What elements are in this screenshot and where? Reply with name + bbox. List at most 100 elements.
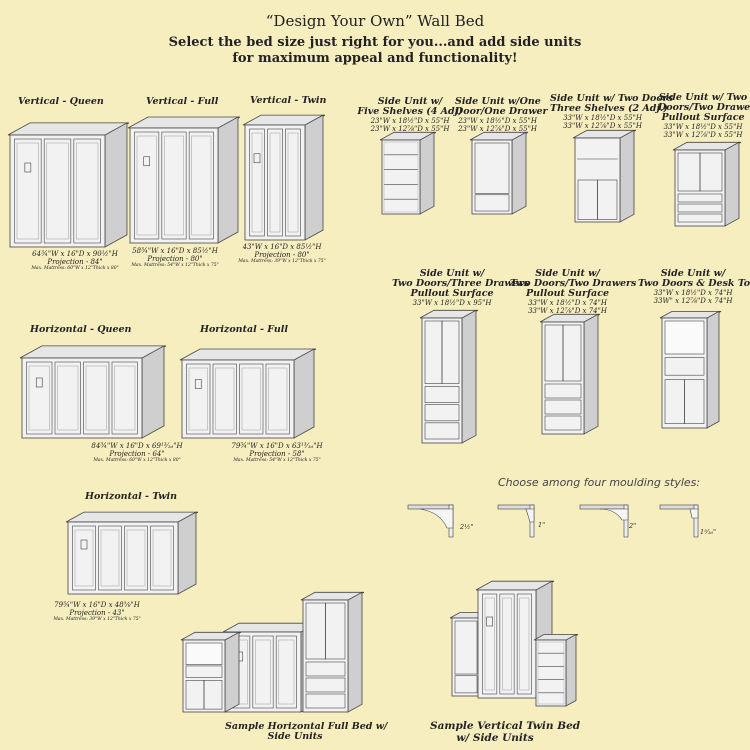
side-unit-name: Three Shelves (2 Adj.) (550, 103, 668, 114)
bed-specs-horizontal-full: 79¾"W x 16"D x 63¹³⁄₁₆"H Projection - 58… (222, 442, 332, 464)
side-unit-dims: 33"W x 18½"D x 55"H (563, 114, 642, 122)
bed-dims: 79¾"W x 16"D x 63¹³⁄₁₆"H (231, 442, 323, 450)
side-unit-desk-illustration (659, 310, 722, 429)
bed-label-horizontal-full: Horizontal - Full (200, 324, 288, 335)
side-unit-dims: 23"W x 18½"D x 55"H (370, 117, 450, 125)
moulding-title: Choose among four moulding styles: (498, 476, 701, 489)
side-unit-two-doors-two-drawers-short: Side Unit w/ Two Doors/Two Drawers Pullo… (658, 92, 750, 140)
moulding-size-2: 1" (538, 521, 546, 529)
bed-specs-horizontal-twin: 79¾"W x 16"D x 48⅜"H Projection - 43" Ma… (42, 601, 152, 623)
subtitle-line-1: Select the bed size just right for you..… (168, 35, 582, 50)
side-unit-two-doors-three-drawers: Side Unit w/ Two Doors/Three Drawers Pul… (392, 268, 529, 308)
side-unit-dims: 33W" x 12⅞"D x 74"H (653, 297, 733, 305)
bed-label-horizontal-queen: Horizontal - Queen (30, 324, 132, 335)
side-unit-dims: 23"W x 12⅞"D x 55"H (370, 125, 450, 133)
side-unit-name: Pullout Surface (661, 112, 745, 123)
bed-mattress: Max. Mattress: 54"W x 12"Thick x 75" (233, 458, 321, 463)
bed-mattress: Max. Mattress: 54"W x 12"Thick x 75" (131, 263, 219, 268)
side-unit-dims: 33"W x 18½"D x 74"H (653, 289, 733, 297)
bed-horizontal-full (179, 348, 317, 439)
bed-projection: Projection - 80" (254, 251, 310, 259)
moulding-style-4 (659, 504, 699, 538)
bed-dims: 84¾"W x 16"D x 69¹³⁄₁₆"H (91, 442, 183, 450)
side-unit-dims: 33"W x 18½"D x 74"H (528, 299, 607, 307)
sample-caption-line: Sample Horizontal Full Bed w/ (225, 721, 388, 732)
side-unit-name: Side Unit w/ (419, 268, 485, 279)
bed-dims: 43"W x 16"D x 85½"H (242, 243, 322, 251)
side-unit-dims: 23"W x 12⅞"D x 55"H (458, 125, 537, 133)
moulding-style-1 (407, 504, 454, 538)
subtitle-line-2: for maximum appeal and functionality! (232, 51, 518, 66)
bed-mattress: Max. Mattress: 39"W x 12"Thick x 75" (53, 617, 141, 622)
bed-vertical-full (127, 116, 241, 244)
side-unit-name: Two Doors/Three Drawers (392, 278, 529, 289)
bed-specs-horizontal-queen: 84¾"W x 16"D x 69¹³⁄₁₆"H Projection - 64… (82, 442, 192, 464)
side-unit-two-doors-two-drawers-tall-illustration (539, 313, 601, 435)
bed-label-vertical-queen: Vertical - Queen (18, 96, 104, 107)
side-unit-name: Side Unit w/ Two (658, 92, 748, 103)
bed-mattress: Max. Mattress: 39"W x 12"Thick x 75" (238, 259, 326, 264)
bed-horizontal-twin (65, 511, 199, 595)
bed-projection: Projection - 64" (109, 450, 165, 458)
bed-dims: 58¾"W x 16"D x 85½"H (132, 247, 218, 255)
sample-horizontal-right-unit (300, 591, 365, 713)
side-unit-one-door-drawer-illustration (469, 131, 529, 215)
side-unit-name: Side Unit w/ (535, 268, 600, 279)
bed-label-vertical-full: Vertical - Full (146, 96, 219, 107)
side-unit-two-doors-three-drawers-illustration (419, 309, 479, 444)
sample-vertical-caption: Sample Vertical Twin Bed w/ Side Units (430, 720, 581, 744)
side-unit-name: Door/One Drawer (455, 106, 548, 117)
moulding-size-4: 1⁵⁄₁₆" (700, 528, 717, 536)
side-unit-name: Two Doors & Desk Top (638, 278, 750, 289)
side-unit-name: Side Unit w/ Two Doors (550, 93, 674, 104)
side-unit-dims: 33"W x 12⅞"D x 74"H (528, 307, 607, 315)
bed-label-horizontal-twin: Horizontal - Twin (85, 491, 177, 502)
bed-projection: Projection - 84" (47, 258, 103, 266)
bed-mattress: Max. Mattress: 60"W x 12"Thick x 80" (93, 458, 181, 463)
bed-mattress: Max. Mattress: 60"W x 12"Thick x 80" (31, 266, 119, 271)
bed-projection: Projection - 80" (147, 255, 203, 263)
side-unit-two-doors-two-drawers-tall: Side Unit w/ Two Doors/Two Drawers Pullo… (510, 268, 637, 316)
side-unit-name: Pullout Surface (410, 288, 494, 299)
sample-horizontal-caption: Sample Horizontal Full Bed w/ Side Units (225, 721, 388, 742)
side-unit-two-doors-three-shelves: Side Unit w/ Two Doors Three Shelves (2 … (550, 93, 674, 131)
side-unit-name: Side Unit w/ (377, 96, 443, 107)
side-unit-dims: 33"W x 18½"D x 55"H (663, 123, 743, 131)
bed-projection: Projection - 43" (69, 609, 125, 617)
sample-caption-line: Side Units (267, 731, 323, 742)
sample-caption-line: Sample Vertical Twin Bed (430, 720, 581, 732)
side-unit-dims: 33"W x 12⅞"D x 55"H (563, 122, 642, 130)
bed-vertical-twin (242, 114, 326, 241)
bed-specs-vertical-queen: 64¾"W x 16"D x 90½"H Projection - 84" Ma… (20, 250, 130, 272)
side-unit-dims: 33"W x 18½"D x 95"H (412, 299, 492, 307)
page-subtitle: Select the bed size just right for you..… (0, 35, 750, 67)
moulding-size-1: 2½" (460, 523, 474, 531)
bed-projection: Projection - 58" (249, 450, 305, 458)
side-unit-dims: 33"W x 12⅞"D x 55"H (663, 131, 743, 139)
bed-dims: 79¾"W x 16"D x 48⅜"H (54, 601, 140, 609)
side-unit-name: Pullout Surface (525, 288, 610, 299)
sample-vertical-right-unit (533, 633, 579, 707)
bed-vertical-queen (7, 122, 130, 248)
bed-horizontal-queen (19, 345, 167, 439)
moulding-size-3: 2" (629, 522, 637, 530)
side-unit-two-doors-drawers-short-illustration (672, 141, 742, 227)
moulding-style-2 (497, 504, 535, 538)
side-unit-two-doors-desk-top: Side Unit w/ Two Doors & Desk Top 33"W x… (638, 268, 750, 306)
side-unit-two-doors-shelves-illustration (572, 129, 637, 223)
bed-label-vertical-twin: Vertical - Twin (250, 95, 327, 106)
side-unit-name: Two Doors/Two Drawers (510, 278, 637, 289)
moulding-style-3 (579, 504, 629, 538)
side-unit-name: Doors/Two Drawers (658, 102, 750, 113)
side-unit-name: Side Unit w/One (455, 96, 541, 107)
bed-specs-vertical-full: 58¾"W x 16"D x 85½"H Projection - 80" Ma… (120, 247, 230, 269)
side-unit-five-shelves: Side Unit w/ Five Shelves (4 Adj) 23"W x… (355, 96, 465, 134)
page-title: “Design Your Own” Wall Bed (265, 12, 485, 30)
bed-dims: 64¾"W x 16"D x 90½"H (32, 250, 118, 258)
sample-horizontal-left-unit (180, 631, 242, 713)
side-unit-name: Five Shelves (4 Adj) (357, 106, 463, 117)
bed-specs-vertical-twin: 43"W x 16"D x 85½"H Projection - 80" Max… (232, 243, 332, 265)
side-unit-five-shelves-illustration (379, 131, 437, 215)
side-unit-name: Side Unit w/ (660, 268, 726, 279)
